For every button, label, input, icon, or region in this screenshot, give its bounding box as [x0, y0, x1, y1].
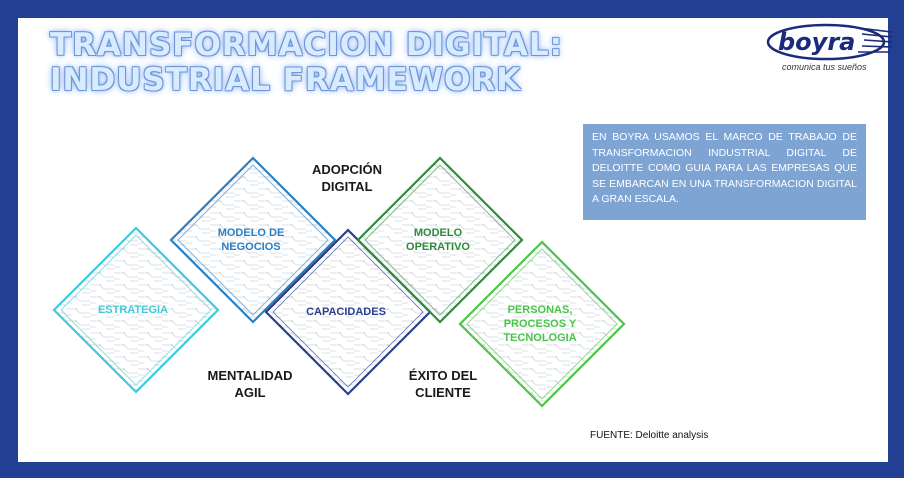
- diamond-estrategia: [52, 226, 220, 394]
- diamond-label-modelo-negocios: MODELO DE NEGOCIOS: [217, 227, 285, 253]
- diamond-personas: [458, 240, 626, 408]
- diamond-modelo-negocios: [169, 156, 337, 324]
- diamond-modelo-operativo: [356, 156, 524, 324]
- diamond-label-capacidades: CAPACIDADES: [306, 306, 386, 318]
- label-adopcion-digital: ADOPCIÓN DIGITAL: [311, 162, 383, 194]
- logo-brand: boyra: [778, 28, 856, 56]
- title-line-2: INDUSTRIAL FRAMEWORK: [50, 62, 522, 98]
- diamond-label-modelo-operativo: MODELO OPERATIVO: [406, 227, 470, 253]
- diamond-modelo-negocios-inner-border: [177, 164, 329, 316]
- logo-swoosh-icon: [766, 23, 893, 61]
- label-mentalidad-agil: MENTALIDAD AGIL: [207, 368, 293, 400]
- diamond-capacidades-inner-border: [272, 236, 424, 388]
- slide-title: TRANSFORMACION DIGITAL: INDUSTRIAL FRAME…: [50, 28, 563, 98]
- boyra-logo: boyra comunica tus sueños: [764, 22, 894, 80]
- diamond-personas-inner-border: [466, 248, 618, 400]
- diamond-estrategia-inner-border: [60, 234, 212, 386]
- description-box: EN BOYRA USAMOS EL MARCO DE TRABAJO DE T…: [583, 124, 866, 220]
- framework-diagram: [52, 156, 626, 408]
- diamond-label-personas: PERSONAS, PROCESOS Y TECNOLOGIA: [503, 304, 577, 344]
- label-exito-cliente: ÉXITO DEL CLIENTE: [408, 368, 478, 400]
- diamond-modelo-operativo-inner-border: [364, 164, 516, 316]
- source-note: FUENTE: Deloitte analysis: [590, 430, 709, 441]
- logo-tagline: comunica tus sueños: [782, 62, 867, 72]
- diamond-label-estrategia: ESTRATEGIA: [97, 304, 169, 316]
- slide: TRANSFORMACION DIGITAL: INDUSTRIAL FRAME…: [18, 18, 893, 462]
- title-line-1: TRANSFORMACION DIGITAL:: [50, 27, 564, 63]
